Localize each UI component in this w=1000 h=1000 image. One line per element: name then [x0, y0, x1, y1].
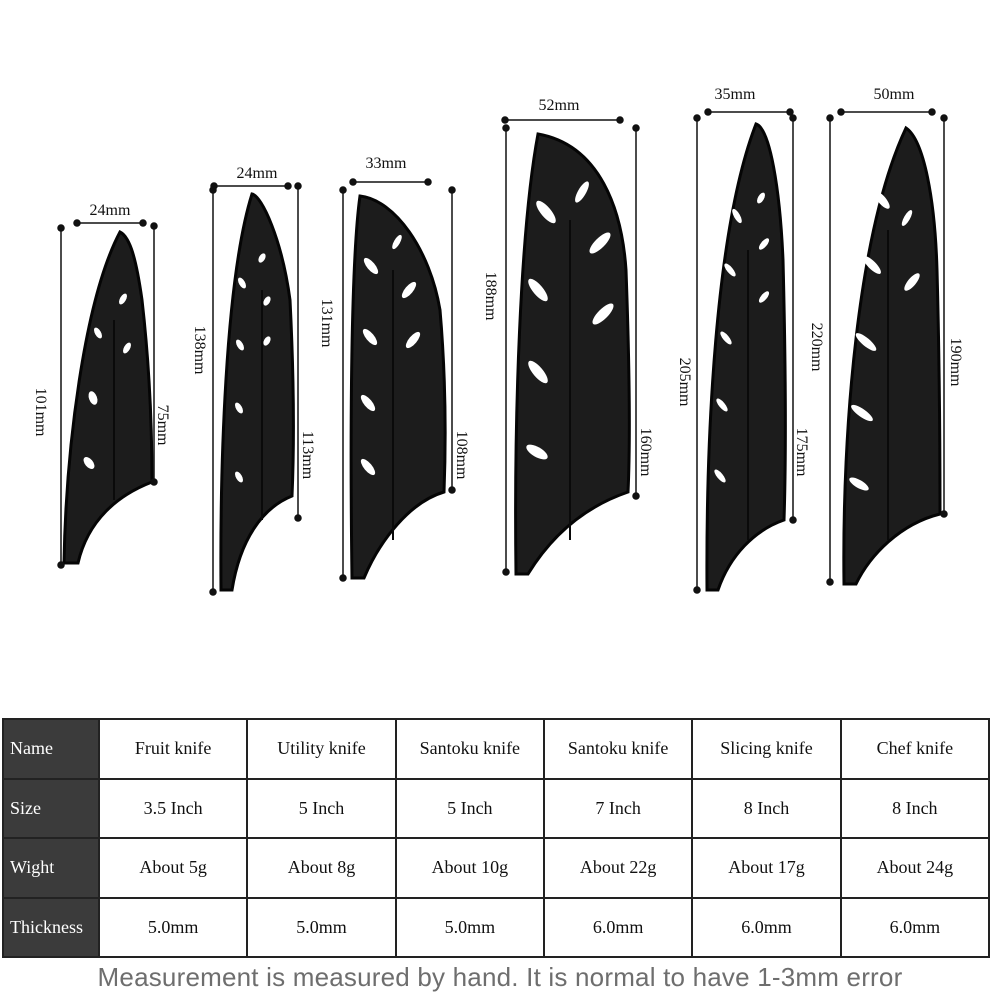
dimension-lines: [57, 108, 948, 596]
table-row-weight: Wight About 5g About 8g About 10g About …: [2, 837, 991, 899]
sheath-santoku-knife-large: [514, 132, 631, 576]
weight-cell: About 17g: [691, 837, 842, 899]
sheath-fruit-knife: [62, 230, 154, 565]
weight-cell: About 10g: [394, 837, 545, 899]
edge-length-label-utility-knife: 113mm: [299, 431, 316, 480]
width-label-fruit-knife: 24mm: [90, 202, 131, 219]
size-cell: 8 Inch: [839, 777, 991, 839]
spec-table: Name Fruit knife Utility knife Santoku k…: [2, 718, 991, 958]
total-length-label-slicing-knife: 205mm: [676, 358, 693, 407]
thickness-cell: 5.0mm: [246, 896, 397, 958]
table-row-name: Name Fruit knife Utility knife Santoku k…: [2, 718, 991, 780]
size-cell: 5 Inch: [246, 777, 397, 839]
table-row-size: Size 3.5 Inch 5 Inch 5 Inch 7 Inch 8 Inc…: [2, 777, 991, 839]
width-label-slicing-knife: 35mm: [715, 86, 756, 103]
name-cell: Fruit knife: [97, 718, 249, 780]
sheath-utility-knife: [219, 192, 295, 592]
thickness-cell: 5.0mm: [97, 896, 249, 958]
size-cell: 7 Inch: [542, 777, 694, 839]
total-length-label-fruit-knife: 101mm: [32, 388, 49, 437]
edge-length-label-santoku-knife-small: 108mm: [453, 431, 470, 480]
thickness-cell: 6.0mm: [691, 896, 842, 958]
edge-length-label-slicing-knife: 175mm: [793, 428, 810, 477]
row-header-weight: Wight: [2, 837, 100, 899]
edge-length-label-fruit-knife: 75mm: [154, 405, 171, 446]
width-label-santoku-knife-large: 52mm: [539, 97, 580, 114]
sheath-slicing-knife: [705, 122, 787, 592]
width-label-utility-knife: 24mm: [237, 165, 278, 182]
thickness-cell: 6.0mm: [542, 896, 694, 958]
total-length-label-utility-knife: 138mm: [191, 326, 208, 375]
thickness-cell: 5.0mm: [394, 896, 545, 958]
weight-cell: About 8g: [246, 837, 397, 899]
size-cell: 3.5 Inch: [97, 777, 249, 839]
weight-cell: About 5g: [97, 837, 249, 899]
size-cell: 8 Inch: [691, 777, 842, 839]
name-cell: Chef knife: [839, 718, 991, 780]
name-cell: Utility knife: [246, 718, 397, 780]
width-label-chef-knife: 50mm: [874, 86, 915, 103]
total-length-label-santoku-knife-large: 188mm: [482, 272, 499, 321]
thickness-cell: 6.0mm: [839, 896, 991, 958]
total-length-label-santoku-knife-small: 131mm: [318, 299, 335, 348]
table-row-thickness: Thickness 5.0mm 5.0mm 5.0mm 6.0mm 6.0mm …: [2, 896, 991, 958]
name-cell: Santoku knife: [542, 718, 694, 780]
knife-sheath-diagram: 24mm 24mm 33mm 52mm 35mm 50mm 101mm 138m…: [32, 86, 964, 596]
name-cell: Slicing knife: [691, 718, 842, 780]
measurement-note: Measurement is measured by hand. It is n…: [97, 962, 903, 992]
sheath-santoku-knife-small: [349, 194, 447, 580]
width-label-santoku-knife-small: 33mm: [366, 155, 407, 172]
edge-length-label-chef-knife: 190mm: [947, 338, 964, 387]
weight-cell: About 22g: [542, 837, 694, 899]
name-cell: Santoku knife: [394, 718, 545, 780]
total-length-label-chef-knife: 220mm: [808, 323, 825, 372]
row-header-thickness: Thickness: [2, 896, 100, 958]
edge-length-label-santoku-knife-large: 160mm: [637, 428, 654, 477]
sheath-chef-knife: [842, 125, 942, 586]
weight-cell: About 24g: [839, 837, 991, 899]
size-cell: 5 Inch: [394, 777, 545, 839]
row-header-size: Size: [2, 777, 100, 839]
row-header-name: Name: [2, 718, 100, 780]
